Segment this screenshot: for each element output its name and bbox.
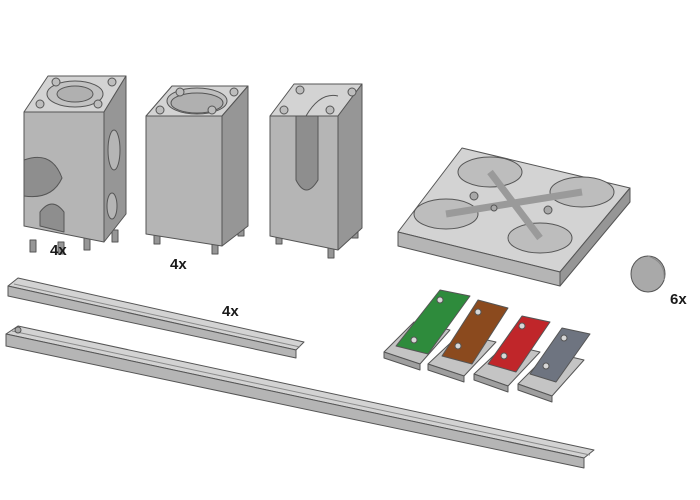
xylophone-plate-icon [473, 315, 551, 393]
rail-quantity: 4x [222, 303, 239, 320]
junction-plate-icon [397, 147, 631, 287]
block-cylinder-icon [145, 85, 249, 255]
block-slot-icon [269, 83, 363, 259]
ball-icon [630, 255, 666, 293]
xylophone-plate-icon [517, 327, 591, 403]
xylophone-plate-icon [383, 289, 471, 371]
rail-icon [7, 277, 305, 359]
ball-quantity: 6x [670, 291, 687, 308]
block-cylinder-quantity: 4x [170, 256, 187, 273]
block-cutout-icon [23, 75, 127, 255]
rail-icon [5, 325, 595, 469]
block-cutout-quantity: 4x [50, 242, 67, 259]
xylophone-plate-icon [427, 299, 509, 383]
